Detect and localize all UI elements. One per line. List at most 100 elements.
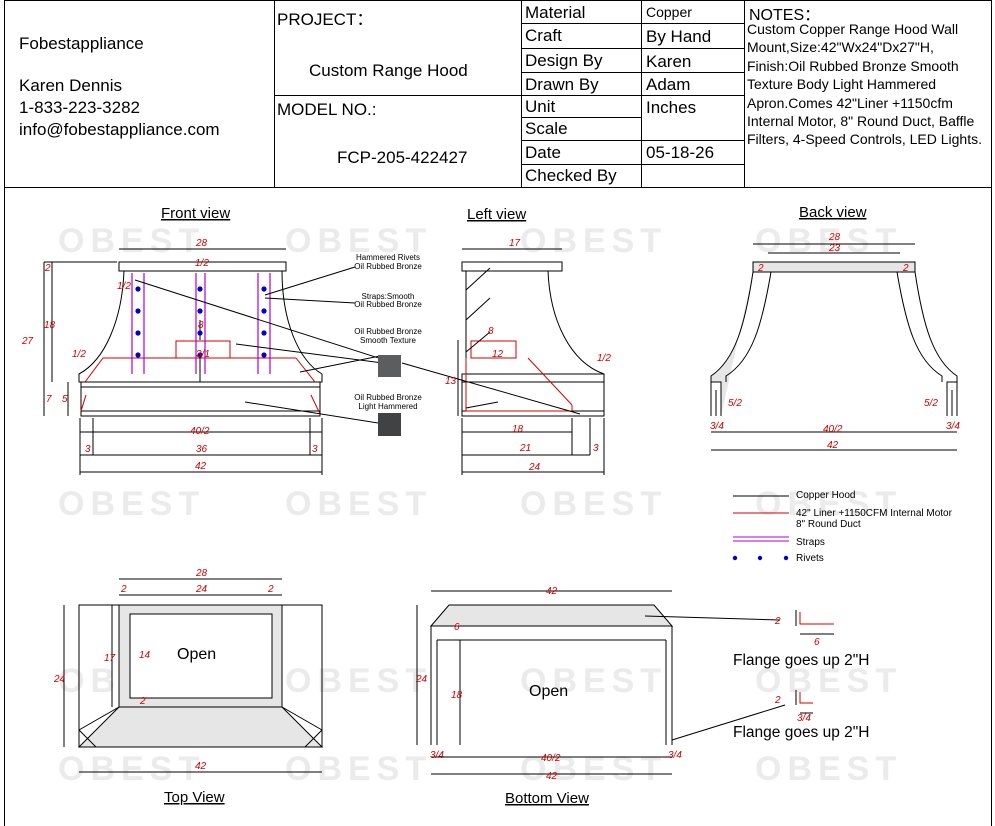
bottom-view xyxy=(416,590,786,775)
legend-straps: Straps xyxy=(796,537,825,548)
flange-details xyxy=(799,612,834,704)
watermark: OBEST xyxy=(58,485,205,523)
dim: 5 xyxy=(62,394,68,405)
dim: 42 xyxy=(195,461,207,472)
top-view-open-label: Open xyxy=(177,646,216,663)
annotation-rivets-2: Oil Rubbed Bronze xyxy=(354,262,422,271)
dim: 2 xyxy=(139,696,146,707)
flange-note-1: Flange goes up 2"H xyxy=(733,652,869,669)
watermark: OBEST xyxy=(520,485,667,523)
dim: 12 xyxy=(492,349,504,360)
dim: 28 xyxy=(828,232,841,243)
watermark: OBEST xyxy=(520,222,667,260)
dim: 3 xyxy=(85,444,91,455)
spec-label-scale: Scale xyxy=(525,119,568,138)
dim: 5/2 xyxy=(728,398,742,409)
dim: 3/1 xyxy=(196,349,210,360)
contact-phone: 1-833-223-3282 xyxy=(19,98,140,117)
top-view-label: Top View xyxy=(164,789,225,806)
dim: 36 xyxy=(196,444,208,455)
legend-rivets: Rivets xyxy=(796,553,824,564)
dim: 2 xyxy=(902,263,909,274)
dim: 24 xyxy=(195,584,208,595)
back-view xyxy=(710,243,958,451)
flange-note-2: Flange goes up 2"H xyxy=(733,724,869,741)
dim: 2 xyxy=(757,263,764,274)
spec-label-material: Material xyxy=(525,3,586,22)
bottom-view-open-label: Open xyxy=(529,683,568,700)
project-label: PROJECT： xyxy=(277,10,374,29)
dim: 42 xyxy=(546,586,558,597)
bottom-view-label: Bottom View xyxy=(505,790,589,807)
watermark: OBEST xyxy=(755,485,902,523)
annotation-rivets-1: Hammered Rivets xyxy=(356,253,420,262)
watermark: OBEST xyxy=(285,750,432,788)
watermark: OBEST xyxy=(58,222,205,260)
project-value: Custom Range Hood xyxy=(309,61,468,80)
dim: 3/4 xyxy=(797,713,811,724)
spec-label-craft: Craft xyxy=(525,26,562,45)
legend xyxy=(732,495,789,561)
spec-label-checked-by: Checked By xyxy=(525,166,617,185)
company-name: Fobestappliance xyxy=(19,34,144,53)
dim: 3/4 xyxy=(668,750,682,761)
watermark: OBEST xyxy=(755,662,902,700)
dim: 24 xyxy=(53,674,66,685)
dim: 3 xyxy=(312,444,318,455)
dim: 2 xyxy=(774,695,781,706)
dim: 2 xyxy=(44,263,51,274)
annotation-body-1: Oil Rubbed Bronze xyxy=(354,327,422,336)
straps xyxy=(131,273,271,374)
back-view-label: Back view xyxy=(799,204,867,221)
spec-label-design-by: Design By xyxy=(525,51,603,70)
spec-label-unit: Unit xyxy=(525,97,556,116)
dim: 1/2 xyxy=(597,353,611,364)
contact-email: info@fobestappliance.com xyxy=(19,120,220,139)
dim: 1/2 xyxy=(117,281,131,292)
dim: 18 xyxy=(44,320,56,331)
dim: 18 xyxy=(512,424,524,435)
spec-value-craft: By Hand xyxy=(646,27,712,46)
dim: 40/2 xyxy=(190,426,210,437)
hammered-swatch xyxy=(378,413,401,436)
dim: 27 xyxy=(21,336,34,347)
dim: 24 xyxy=(528,462,541,473)
dim: 28 xyxy=(195,568,208,579)
watermark: OBEST xyxy=(755,222,902,260)
model-label: MODEL NO.: xyxy=(277,100,377,119)
dim: 2 xyxy=(774,616,781,627)
front-view-label: Front view xyxy=(161,205,230,222)
dim: 2 xyxy=(120,584,127,595)
dim: 1/2 xyxy=(195,258,209,269)
dim: 3/4 xyxy=(946,421,960,432)
dim: 40/2 xyxy=(823,424,843,435)
watermark-layer: OBEST OBEST OBEST OBEST OBEST OBEST OBES… xyxy=(58,222,902,788)
legend-copper-hood: Copper Hood xyxy=(796,490,855,501)
left-view xyxy=(401,248,605,475)
watermark: OBEST xyxy=(285,222,432,260)
annotation-apron-1: Oil Rubbed Bronze xyxy=(354,393,422,402)
dim: 21 xyxy=(519,443,531,454)
dim: 14 xyxy=(139,650,151,661)
legend-liner-2: 8" Round Duct xyxy=(796,519,861,530)
dim: 42 xyxy=(195,761,207,772)
dim: 17 xyxy=(104,653,116,664)
watermark: OBEST xyxy=(58,750,205,788)
dim: 5/2 xyxy=(924,398,938,409)
front-view xyxy=(43,248,392,475)
legend-liner-1: 42" Liner +1150CFM Internal Motor xyxy=(796,508,953,519)
spec-value-material: Copper xyxy=(646,4,692,20)
notes-title: NOTES： xyxy=(749,7,821,24)
top-view xyxy=(63,578,324,773)
dim: 8 xyxy=(198,320,204,331)
spec-label-drawn-by: Drawn By xyxy=(525,75,599,94)
dim: 6 xyxy=(814,637,820,648)
dim: 2 xyxy=(267,584,274,595)
dim: 23 xyxy=(828,243,841,254)
dim: 18 xyxy=(451,690,463,701)
dim: 6 xyxy=(454,622,460,633)
spec-value-drawn-by: Adam xyxy=(646,75,691,94)
annotation-body-2: Smooth Texture xyxy=(360,336,416,345)
dim: 24 xyxy=(415,674,428,685)
